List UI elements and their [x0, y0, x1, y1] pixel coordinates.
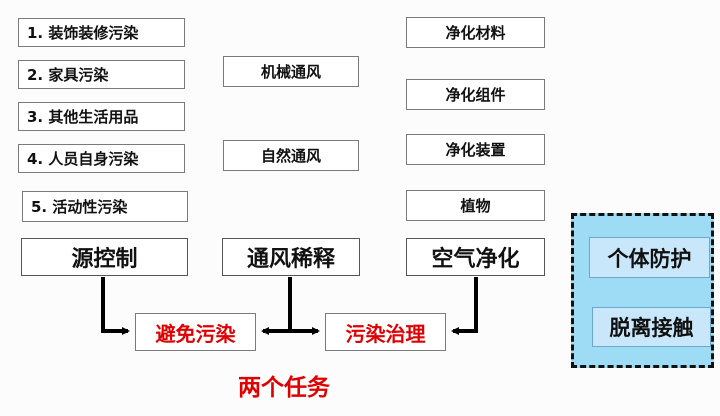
- purification-plant: 植物: [406, 190, 545, 221]
- avoid-pollution-box: 避免污染: [135, 313, 256, 351]
- ventilation-natural: 自然通风: [223, 140, 359, 171]
- personal-protection-box: 个体防护: [589, 237, 710, 278]
- purification-material: 净化材料: [406, 17, 545, 48]
- source-item-2: 2. 家具污染: [18, 60, 185, 89]
- air-purification-box: 空气净化: [406, 238, 545, 276]
- ventilation-dilution-box: 通风稀释: [222, 238, 360, 276]
- arrow-purification-to-treat: [451, 277, 478, 335]
- source-item-5: 5. 活动性污染: [22, 191, 188, 222]
- two-tasks-caption: 两个任务: [238, 375, 330, 401]
- ventilation-mechanical: 机械通风: [223, 56, 359, 87]
- purification-component: 净化组件: [406, 79, 545, 110]
- purification-device: 净化装置: [406, 134, 545, 165]
- arrow-source-to-avoid: [101, 277, 130, 335]
- source-control-box: 源控制: [21, 238, 188, 276]
- source-item-3: 3. 其他生活用品: [18, 102, 185, 131]
- escape-contact-box: 脱离接触: [592, 307, 711, 347]
- source-item-4: 4. 人员自身污染: [18, 144, 185, 173]
- source-item-1: 1. 装饰装修污染: [18, 18, 185, 47]
- pollution-treatment-box: 污染治理: [325, 313, 446, 351]
